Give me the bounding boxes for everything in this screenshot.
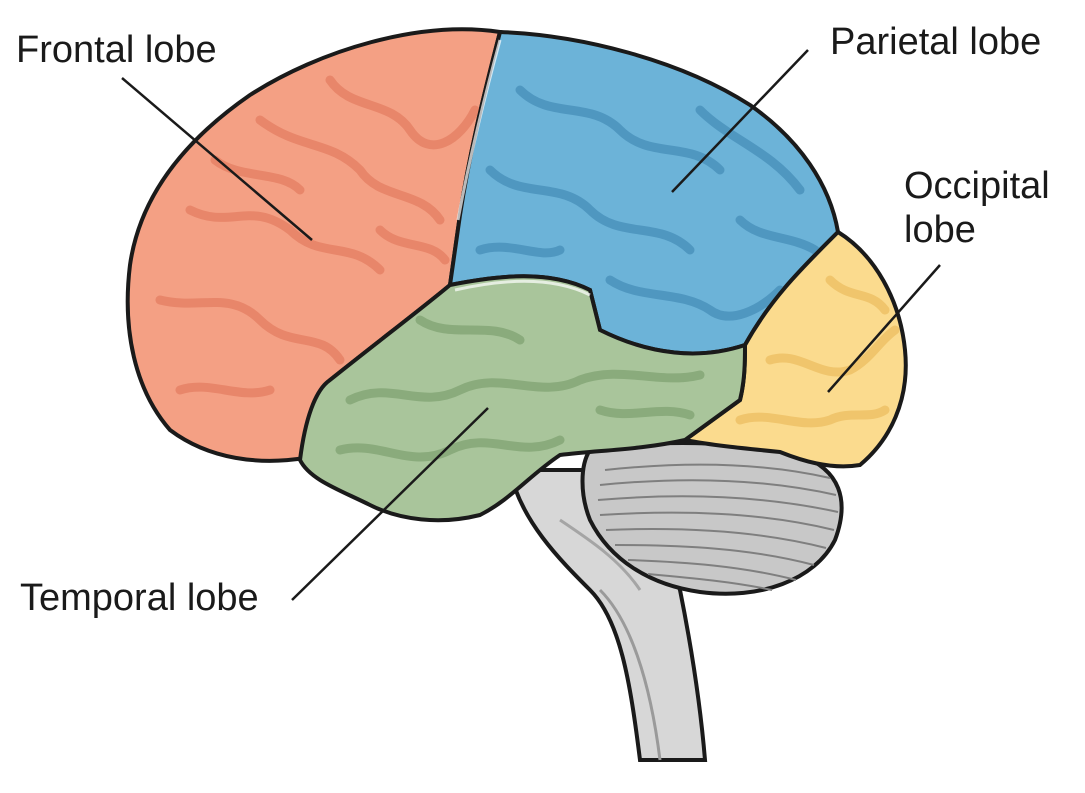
- occipital-lobe-label: Occipital lobe: [904, 164, 1050, 252]
- occipital-lobe-label-line2: lobe: [904, 209, 976, 251]
- temporal-gyri: [335, 315, 705, 462]
- frontal-lobe-label: Frontal lobe: [16, 28, 217, 72]
- parietal-gyri: [475, 85, 820, 321]
- occipital-leader-line: [827, 264, 941, 393]
- occipital-lobe-label-line1: Occipital: [904, 165, 1050, 207]
- lobe-borders: [454, 39, 591, 297]
- temporal-lobe-label-text: Temporal lobe: [20, 577, 259, 619]
- frontal-leader-line: [121, 77, 313, 241]
- leader-lines: [121, 49, 941, 601]
- parietal-leader-line: [671, 49, 809, 193]
- temporal-leader-line: [291, 407, 489, 601]
- cerebellum-folia: [597, 463, 839, 591]
- parietal-lobe-label: Parietal lobe: [830, 20, 1041, 64]
- brainstem-shade: [598, 588, 662, 761]
- parietal-lobe-label-text: Parietal lobe: [830, 21, 1042, 63]
- occipital-gyri: [735, 275, 900, 428]
- brainstem-shade: [559, 518, 642, 591]
- temporal-lobe-label: Temporal lobe: [20, 576, 259, 620]
- frontal-lobe-label-text: Frontal lobe: [16, 29, 217, 71]
